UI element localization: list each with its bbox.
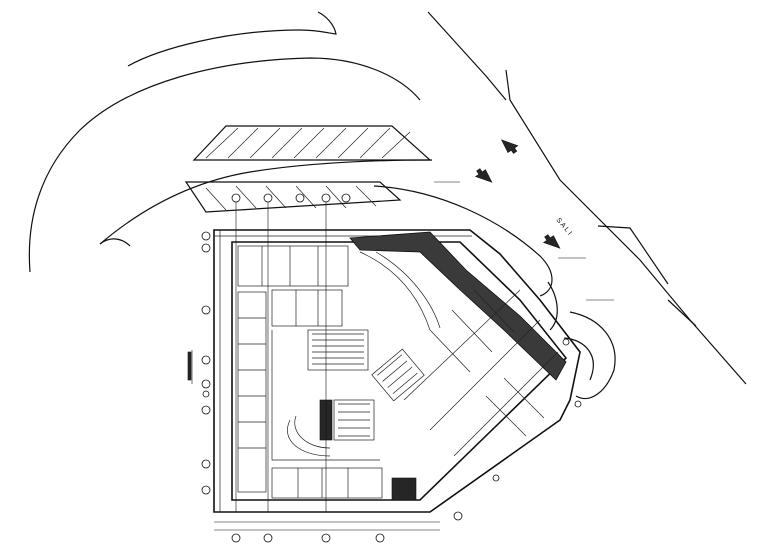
hatched-corridor bbox=[349, 231, 567, 381]
interior-rooms bbox=[237, 245, 383, 499]
building-core bbox=[307, 329, 425, 501]
drop-off-loop bbox=[373, 185, 616, 400]
traffic-arrows bbox=[474, 139, 561, 249]
curved-road-lines bbox=[28, 11, 433, 273]
street-label: S A L I bbox=[554, 217, 572, 237]
street-lines bbox=[427, 11, 747, 385]
grid-bubbles-left bbox=[187, 231, 211, 495]
parking-canopy bbox=[184, 125, 432, 213]
building-outline bbox=[213, 229, 581, 513]
dimension-lines bbox=[214, 181, 614, 543]
grid-bubbles-top bbox=[231, 193, 351, 512]
right-wing-rooms bbox=[359, 251, 559, 457]
